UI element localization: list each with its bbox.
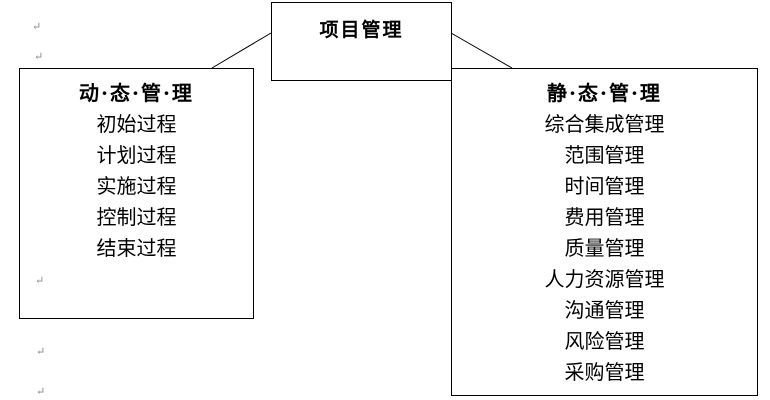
list-item: 实施过程 bbox=[96, 174, 177, 198]
static-title: 静·态·管·理 bbox=[547, 81, 662, 105]
list-item: 风险管理 bbox=[564, 329, 645, 353]
paragraph-mark: ↵ bbox=[34, 50, 44, 63]
list-item: 控制过程 bbox=[96, 205, 177, 229]
paragraph-mark: ↵ bbox=[36, 385, 46, 398]
connector-right bbox=[450, 32, 513, 69]
list-item: 范围管理 bbox=[564, 143, 645, 167]
root-title: 项目管理 bbox=[319, 19, 404, 41]
dynamic-management-box[interactable]: 动·态·管·理 初始过程 计划过程 实施过程 控制过程 结束过程 ↵ bbox=[19, 68, 254, 319]
list-item: 质量管理 bbox=[564, 236, 645, 260]
list-item: 初始过程 bbox=[96, 112, 177, 136]
list-item: 结束过程 bbox=[96, 236, 177, 260]
connector-left bbox=[211, 32, 272, 69]
list-item: 沟通管理 bbox=[564, 298, 645, 322]
list-item: 时间管理 bbox=[564, 174, 645, 198]
dynamic-title: 动·态·管·理 bbox=[79, 81, 194, 105]
list-item: 计划过程 bbox=[96, 143, 177, 167]
static-management-box[interactable]: 静·态·管·理 综合集成管理 范围管理 时间管理 费用管理 质量管理 人力资源管… bbox=[451, 68, 758, 396]
list-item: 人力资源管理 bbox=[544, 267, 665, 291]
list-item: 费用管理 bbox=[564, 205, 645, 229]
list-item: 采购管理 bbox=[564, 360, 645, 384]
paragraph-mark: ↵ bbox=[32, 20, 42, 33]
paragraph-mark: ↵ bbox=[35, 274, 45, 287]
paragraph-mark: ↵ bbox=[36, 345, 46, 358]
root-box[interactable]: 项目管理 bbox=[271, 2, 452, 81]
list-item: 综合集成管理 bbox=[544, 112, 665, 136]
